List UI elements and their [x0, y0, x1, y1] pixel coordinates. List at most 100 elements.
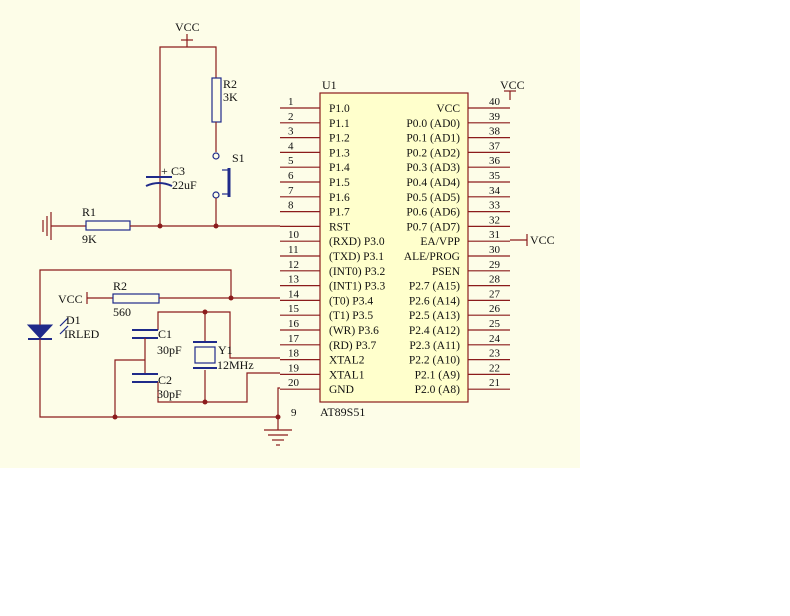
pin-number: 37	[489, 140, 501, 152]
chip-pin-left: GND	[280, 384, 354, 396]
pin-number: 27	[489, 288, 501, 300]
vcc-symbol-pin40: VCC	[500, 78, 525, 100]
pin-number: 17	[288, 333, 300, 345]
pin-name: P1.7	[329, 207, 350, 219]
pin-number: 6	[288, 170, 294, 182]
junction-xtal1	[202, 399, 208, 405]
pin-number: 16	[288, 318, 300, 330]
chip-pin-left: 4P1.3	[280, 140, 350, 159]
chip-pin-left: 7P1.6	[280, 185, 350, 204]
junction-cap-ground	[112, 414, 118, 420]
pin-name: VCC	[436, 103, 460, 115]
ground-symbol-bottom	[264, 387, 292, 446]
pin-number: 8	[288, 200, 294, 212]
c1-ref-label: C1	[158, 327, 172, 341]
pin-name: PSEN	[432, 266, 461, 278]
chip-pin-left: 12 (TXD) P3.1	[280, 251, 384, 271]
pin-name: (TXD) P3.1	[329, 251, 384, 263]
pin-name: (INT1) P3.3	[329, 281, 385, 293]
y1-ref-label: Y1	[218, 343, 233, 357]
chip-pin-left: 6P1.5	[280, 170, 350, 189]
vcc-label-pin31: VCC	[530, 233, 555, 247]
pin-name: ALE/PROG	[404, 251, 460, 263]
pin-name: P0.1 (AD1)	[406, 133, 460, 145]
pin-number: 12	[288, 259, 299, 271]
junction-rst-c3	[157, 223, 163, 229]
pin-name: P1.5	[329, 177, 350, 189]
pin-name: (RD) P3.7	[329, 340, 377, 352]
pin-name: P0.3 (AD3)	[406, 162, 460, 174]
pin-number: 19	[288, 362, 300, 374]
pin-number: 32	[489, 214, 500, 226]
pin-number: 31	[489, 229, 500, 241]
pin-name: EA/VPP	[420, 236, 460, 248]
c1-value-label: 30pF	[157, 343, 182, 357]
pin-number: 38	[489, 126, 501, 138]
chip-pin-left: 20 XTAL1	[280, 369, 365, 389]
pin-name: P2.0 (A8)	[415, 384, 461, 396]
pin-number: 9	[291, 407, 297, 419]
chip-ref-label: U1	[322, 78, 337, 92]
pin-name: P1.2	[329, 133, 350, 145]
pin-name: P0.4 (AD4)	[406, 177, 460, 189]
pin-number: 39	[489, 111, 501, 123]
vcc-symbol-pin31: VCC	[510, 233, 555, 247]
pin-number: 10	[288, 229, 300, 241]
pin-name: (RXD) P3.0	[329, 236, 385, 248]
chip-pin-left: 3P1.2	[280, 126, 350, 145]
chip-pin-left: 13(INT0) P3.2	[280, 266, 385, 286]
chip-pin-left: 16(T1) P3.5	[280, 310, 373, 330]
pin-name: GND	[329, 384, 354, 396]
pin-name: P2.2 (A10)	[409, 355, 460, 367]
pin-number: 25	[489, 318, 501, 330]
pin-number: 1	[288, 96, 294, 108]
switch-s1	[212, 152, 231, 199]
r2b-value-label: 560	[113, 305, 131, 319]
crystal-y1	[193, 341, 217, 369]
pin-name: P1.4	[329, 162, 350, 174]
chip-pin-left: 5P1.4	[280, 155, 350, 174]
capacitor-c1	[132, 322, 159, 360]
junction-led-p33	[228, 295, 234, 301]
chip-pin-left: 2P1.1	[280, 111, 350, 130]
pin-name: P1.1	[329, 118, 350, 130]
r1-ref-label: R1	[82, 205, 96, 219]
vcc-label-top: VCC	[175, 20, 200, 34]
reset-circuit: VCC R2 3K S1 + C3 22uF	[42, 20, 280, 246]
pin-number: 24	[489, 333, 501, 345]
c3-plus-label: +	[161, 164, 168, 178]
chip-pin-left: 14 (INT1) P3.3	[280, 281, 385, 300]
capacitor-c2	[132, 360, 159, 391]
pin-name: P2.7 (A15)	[409, 281, 460, 293]
pin-name: P2.5 (A13)	[409, 310, 460, 322]
pin-name: P2.6 (A14)	[409, 295, 460, 307]
pin-name: XTAL1	[329, 369, 365, 381]
pin-name: XTAL2	[329, 355, 365, 367]
pin-name: P0.2 (AD2)	[406, 147, 460, 159]
pin-number: 2	[288, 111, 294, 123]
junction-xtal2	[202, 309, 208, 315]
pin-name: (T0) P3.4	[329, 295, 373, 307]
junction-gnd	[275, 414, 281, 420]
pin-number: 15	[288, 303, 300, 315]
pin-number: 13	[288, 274, 300, 286]
r2-ref-label: R2	[223, 77, 237, 91]
pin-number: 40	[489, 96, 501, 108]
pin-number: 20	[288, 377, 300, 389]
chip-pin-left: 8P1.7	[280, 200, 350, 219]
pin-number: 14	[288, 288, 300, 300]
